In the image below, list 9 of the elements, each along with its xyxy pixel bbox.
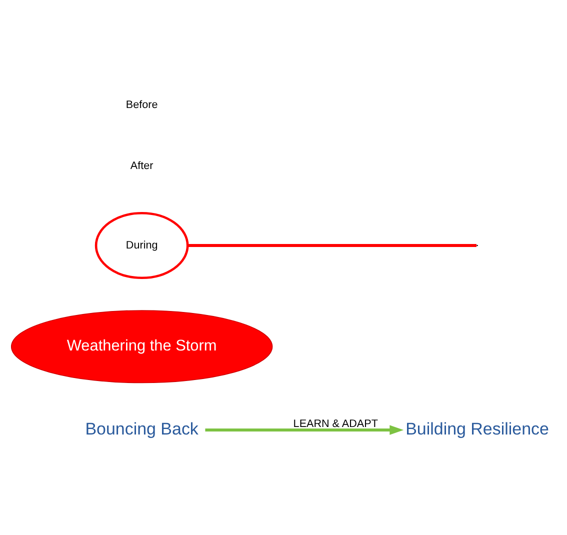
arrow: [205, 425, 404, 435]
node-ellipse: Weathering the Storm: [10, 310, 273, 384]
connector: [188, 244, 476, 248]
node-text: Building Resilience: [406, 419, 549, 438]
label: Before: [126, 98, 158, 111]
node-text: Bouncing Back: [85, 419, 198, 438]
node-ellipse: During: [94, 212, 189, 280]
label: After: [130, 160, 154, 172]
edge-label: LEARN & ADAPT: [293, 418, 378, 430]
